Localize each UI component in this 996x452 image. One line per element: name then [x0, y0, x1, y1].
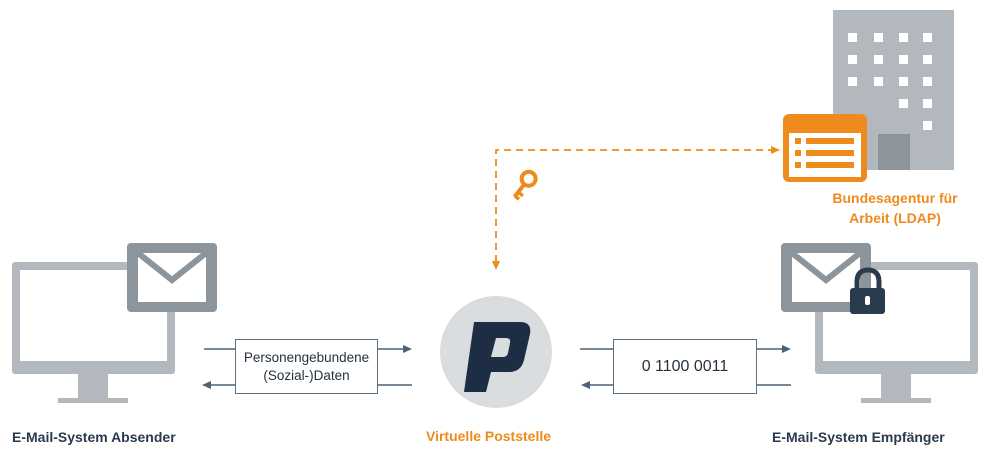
agency-label: Bundesagentur für Arbeit (LDAP)	[810, 188, 980, 228]
agency-label-line1: Bundesagentur für	[832, 190, 958, 206]
agency-label-line2: Arbeit (LDAP)	[849, 210, 941, 226]
server-label: Virtuelle Poststelle	[426, 428, 552, 444]
directory-icon	[783, 114, 867, 182]
logo-icon	[440, 296, 552, 408]
lock-icon	[850, 267, 885, 314]
ldap-connector-line	[492, 146, 780, 270]
personal-data-box: Personengebundene (Sozial-)Daten	[235, 339, 378, 394]
receiver-envelope-icon	[781, 243, 871, 312]
personal-data-line1: Personengebundene	[243, 349, 370, 365]
sender-envelope-icon	[127, 243, 217, 312]
personal-data-line2: (Sozial-)Daten	[263, 367, 350, 383]
binary-data-text: 0 1100 0011	[641, 357, 729, 375]
receiver-label: E-Mail-System Empfänger	[772, 429, 945, 445]
sender-label: E-Mail-System Absender	[12, 429, 176, 445]
binary-data-box: 0 1100 0011	[613, 339, 757, 394]
key-icon	[512, 169, 538, 201]
